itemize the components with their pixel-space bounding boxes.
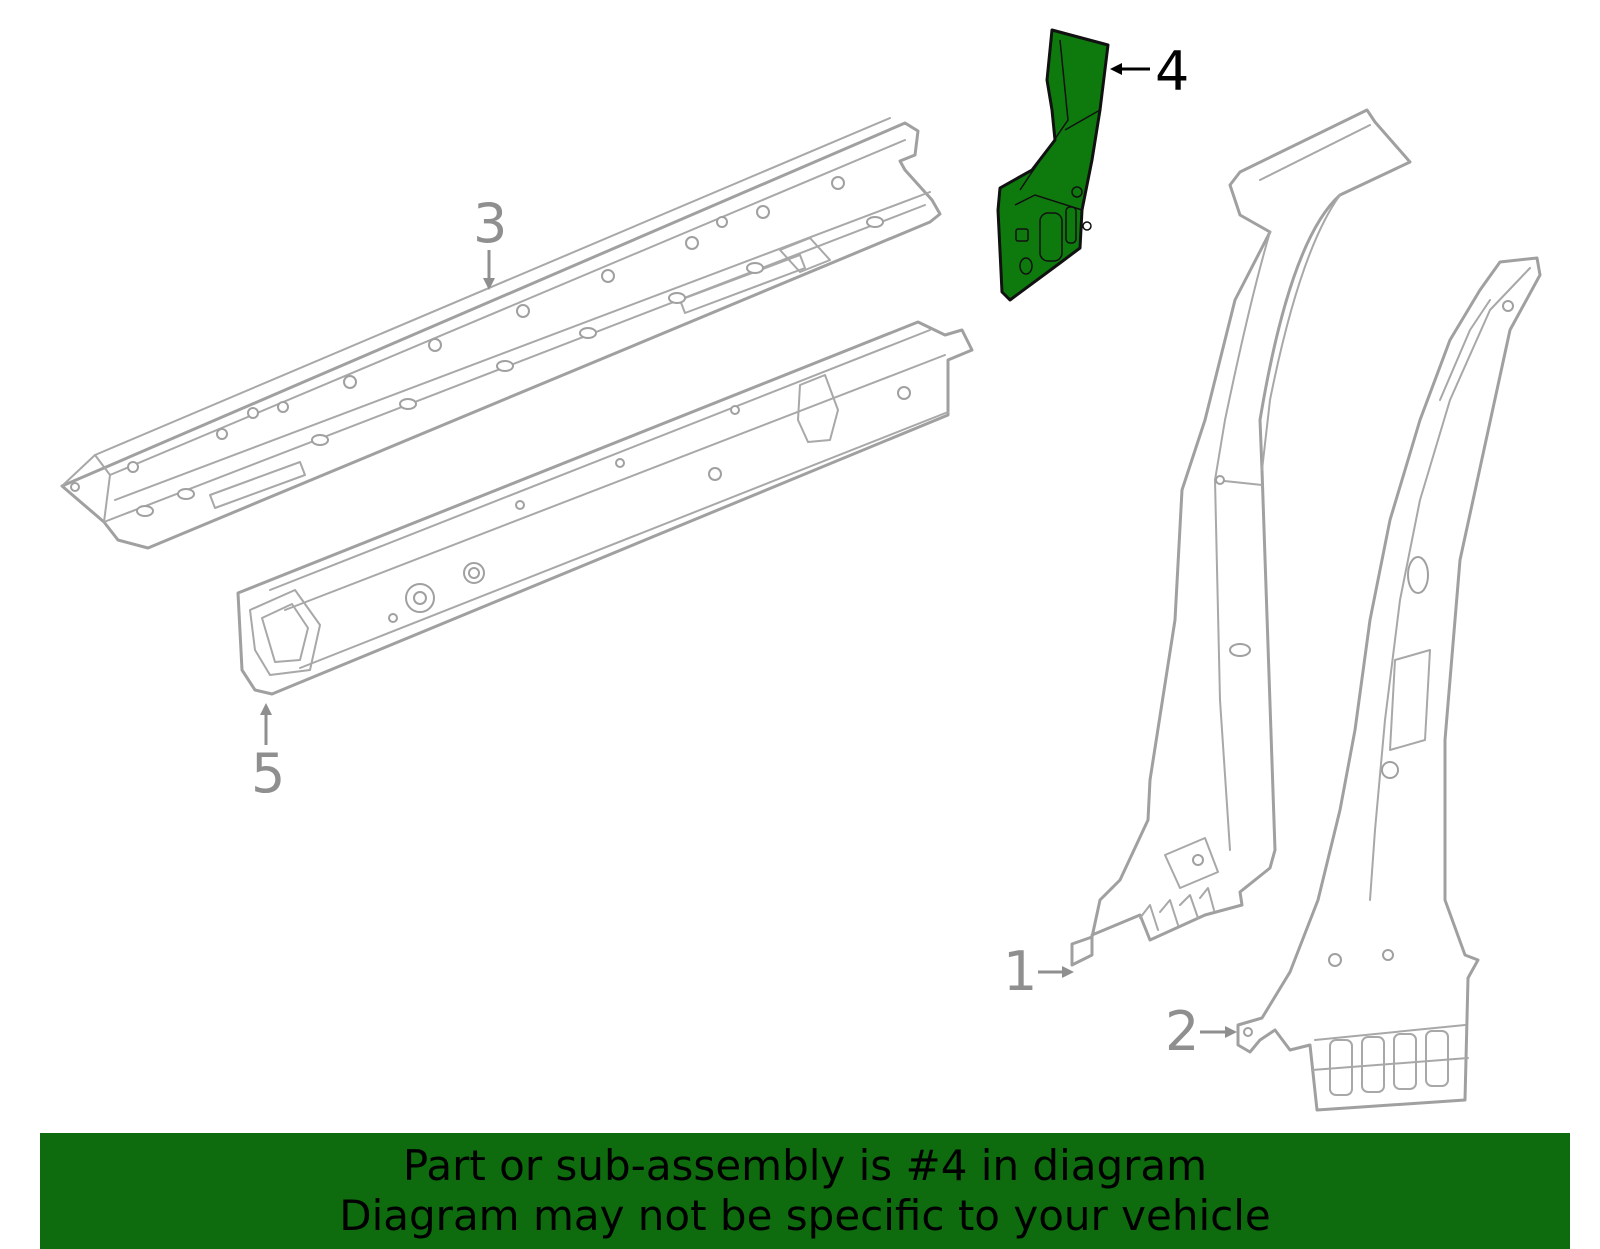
callout-5: 5 <box>251 703 285 805</box>
banner-line-part-number: Part or sub-assembly is #4 in diagram <box>402 1141 1208 1190</box>
svg-text:1: 1 <box>1003 940 1037 1003</box>
part-1-pillar <box>1070 108 1412 967</box>
svg-text:5: 5 <box>251 742 285 805</box>
part-3-rocker-rail <box>60 117 942 550</box>
part-5-rocker-reinforcement <box>236 320 974 696</box>
callout-4: 4 <box>1110 40 1189 103</box>
part-2-pillar-inner <box>1236 256 1542 1112</box>
part-4-reinforcement <box>996 28 1110 302</box>
callout-1: 1 <box>1003 940 1074 1003</box>
callout-2: 2 <box>1165 1000 1237 1063</box>
callout-3: 3 <box>473 192 507 290</box>
svg-text:4: 4 <box>1155 40 1189 103</box>
svg-text:3: 3 <box>473 192 507 255</box>
banner-line-disclaimer: Diagram may not be specific to your vehi… <box>339 1191 1271 1240</box>
svg-text:2: 2 <box>1165 1000 1199 1063</box>
info-banner: Part or sub-assembly is #4 in diagram Di… <box>40 1133 1570 1249</box>
